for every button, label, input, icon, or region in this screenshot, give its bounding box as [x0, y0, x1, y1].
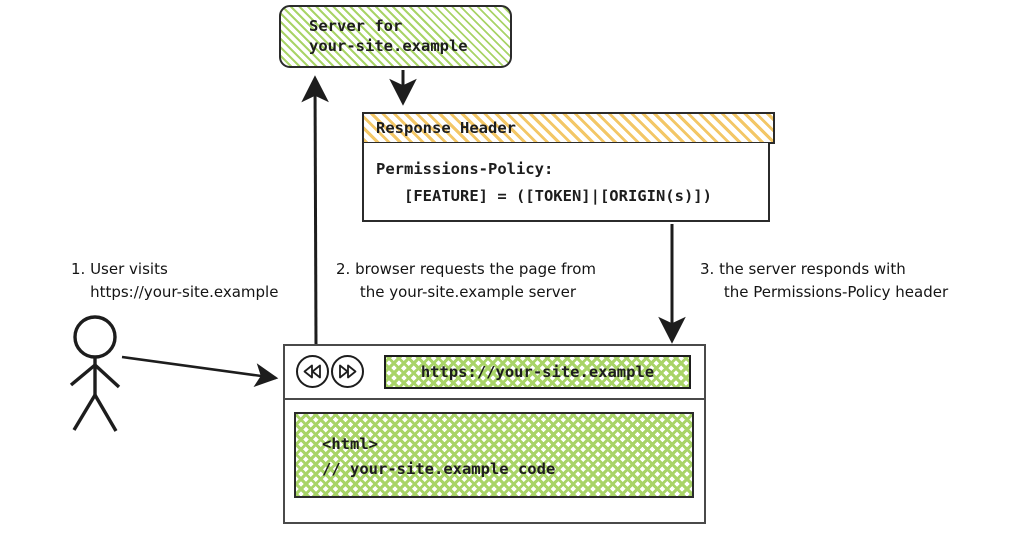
server-box: Server for your-site.example	[279, 5, 512, 68]
stick-figure-leg-right	[93, 394, 118, 432]
stick-figure-arm-left	[69, 363, 97, 387]
caption-step-3: 3. the server responds with the Permissi…	[700, 260, 949, 301]
response-header-body: Permissions-Policy: [FEATURE] = ([TOKEN]…	[362, 143, 770, 222]
arrow-request-up	[301, 75, 329, 346]
response-header-box: Response Header Permissions-Policy: [FEA…	[362, 112, 775, 222]
browser-nav-buttons	[296, 355, 364, 388]
page-code-text: <html> // your-site.example code	[322, 435, 556, 478]
back-button[interactable]	[296, 355, 329, 388]
browser-page-content: <html> // your-site.example code	[294, 412, 694, 498]
response-header-title: Response Header	[376, 119, 516, 137]
rewind-icon	[303, 364, 321, 379]
stick-figure-leg-left	[72, 394, 97, 431]
server-label: Server for your-site.example	[309, 17, 468, 55]
user-stick-figure	[69, 315, 121, 432]
url-bar[interactable]: https://your-site.example	[384, 355, 691, 389]
caption-step-2: 2. browser requests the page from the yo…	[336, 260, 596, 301]
url-text: https://your-site.example	[420, 363, 655, 381]
response-header-title-bar: Response Header	[362, 112, 775, 144]
browser-toolbar: https://your-site.example	[285, 346, 704, 400]
caption-step-1: 1. User visits https://your-site.example	[71, 260, 279, 301]
browser-window: https://your-site.example <html> // your…	[283, 344, 706, 524]
stick-figure-arm-right	[93, 363, 121, 389]
forward-button[interactable]	[331, 355, 364, 388]
fast-forward-icon	[339, 364, 357, 379]
stick-figure-head	[73, 315, 117, 359]
response-header-body-text: Permissions-Policy: [FEATURE] = ([TOKEN]…	[376, 160, 712, 205]
